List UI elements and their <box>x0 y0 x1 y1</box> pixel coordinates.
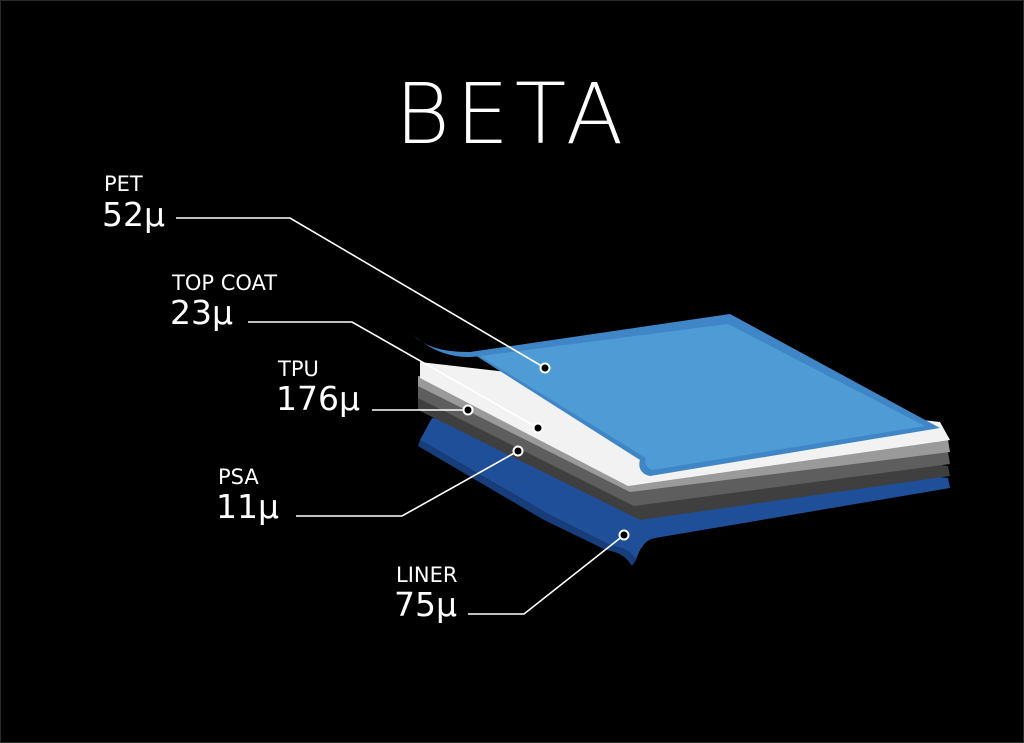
pet-leader-line <box>176 217 546 369</box>
psa-layer-thickness: 11µ <box>216 487 279 526</box>
top-coat-anchor-dot <box>532 422 544 434</box>
liner-leader-line <box>468 534 625 615</box>
psa-anchor-dot <box>512 445 524 457</box>
top-coat-layer-thickness: 23µ <box>170 293 233 332</box>
pet-curl-tail <box>412 334 480 358</box>
liner-layer-name: LINER <box>396 563 457 587</box>
liner-layer-thickness: 75µ <box>394 585 457 624</box>
psa-leader-line <box>296 450 519 517</box>
top-coat-layer-name: TOP COAT <box>171 271 277 295</box>
pet-layer-name: PET <box>104 172 143 196</box>
liner-layer-shade <box>418 440 636 566</box>
pet-layer-shape <box>480 324 925 470</box>
brand-title: BETA <box>394 65 630 163</box>
tpu-layer-name: TPU <box>277 357 319 381</box>
pet-layer-thickness: 52µ <box>102 195 165 234</box>
top-coat-leader-line <box>248 321 539 429</box>
liner-anchor-dot <box>618 529 630 541</box>
psa-layer-name: PSA <box>218 465 259 489</box>
tpu-layer-thickness: 176µ <box>276 379 360 418</box>
tpu-anchor-dot <box>462 404 474 416</box>
pet-anchor-dot <box>539 362 551 374</box>
